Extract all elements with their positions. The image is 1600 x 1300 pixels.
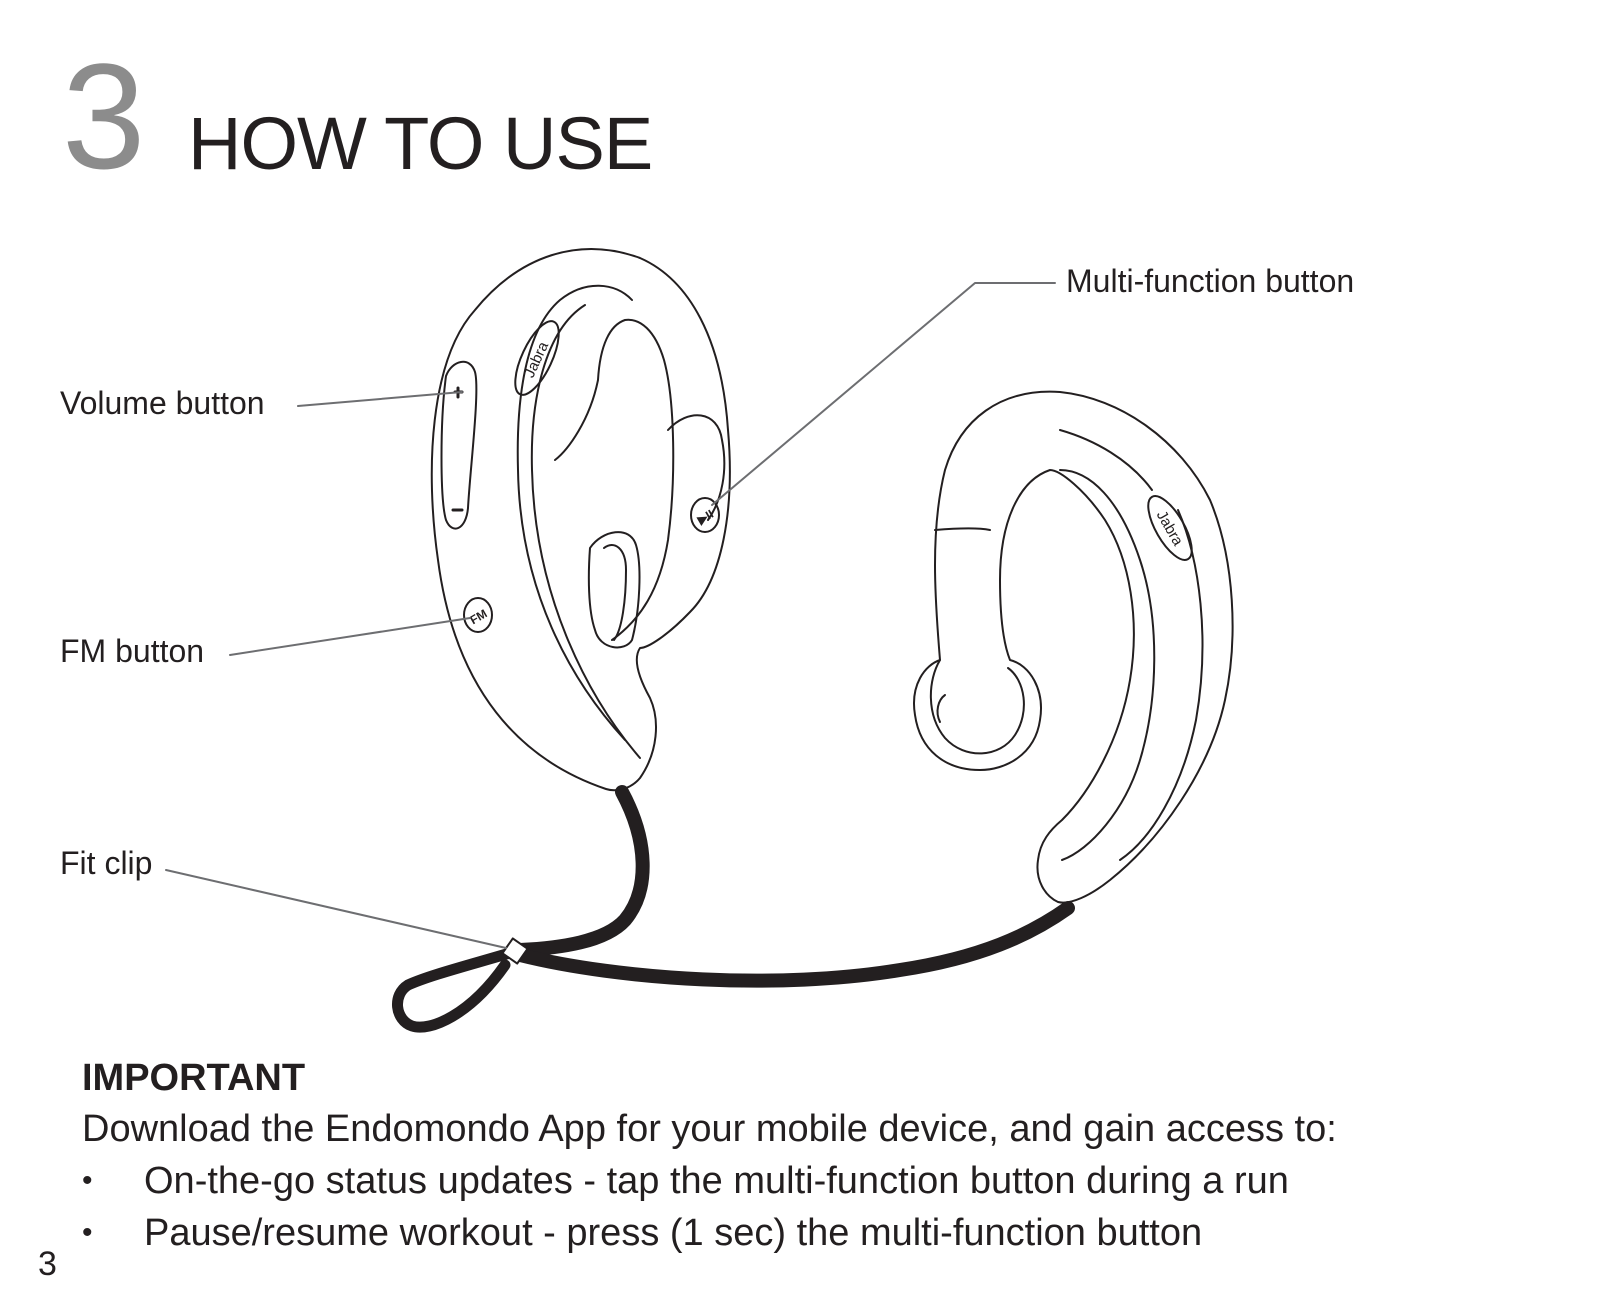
fm-button-label: FM button xyxy=(60,633,205,669)
list-item-text: On-the-go status updates - tap the multi… xyxy=(144,1160,1289,1202)
fm-button-mark: FM xyxy=(467,606,489,627)
jabra-logo-right: Jabra xyxy=(1153,508,1187,550)
fm-leader-line xyxy=(229,617,471,656)
jabra-logo-left: Jabra xyxy=(521,339,553,381)
chapter-number: 3 xyxy=(62,32,146,200)
multi-function-leader-line xyxy=(711,282,1056,506)
volume-leader-line xyxy=(297,391,463,407)
important-heading: IMPORTANT xyxy=(82,1057,306,1099)
page-number: 3 xyxy=(38,1245,57,1283)
important-intro: Download the Endomondo App for your mobi… xyxy=(82,1108,1337,1150)
multi-function-button-label: Multi-function button xyxy=(1066,263,1355,299)
right-earpiece xyxy=(913,390,1234,904)
chapter-title: HOW TO USE xyxy=(188,102,653,185)
volume-button-label: Volume button xyxy=(60,385,265,421)
bullet-icon: • xyxy=(82,1216,93,1249)
fit-clip-label: Fit clip xyxy=(60,845,153,881)
play-pause-mark: ▶II xyxy=(694,507,716,528)
fit-clip-leader-line xyxy=(165,869,507,949)
left-earpiece xyxy=(430,248,731,792)
neck-cord xyxy=(392,785,1075,1033)
bullet-icon: • xyxy=(82,1164,93,1197)
list-item-text: Pause/resume workout - press (1 sec) the… xyxy=(144,1212,1203,1254)
fit-clip-icon xyxy=(501,937,529,965)
